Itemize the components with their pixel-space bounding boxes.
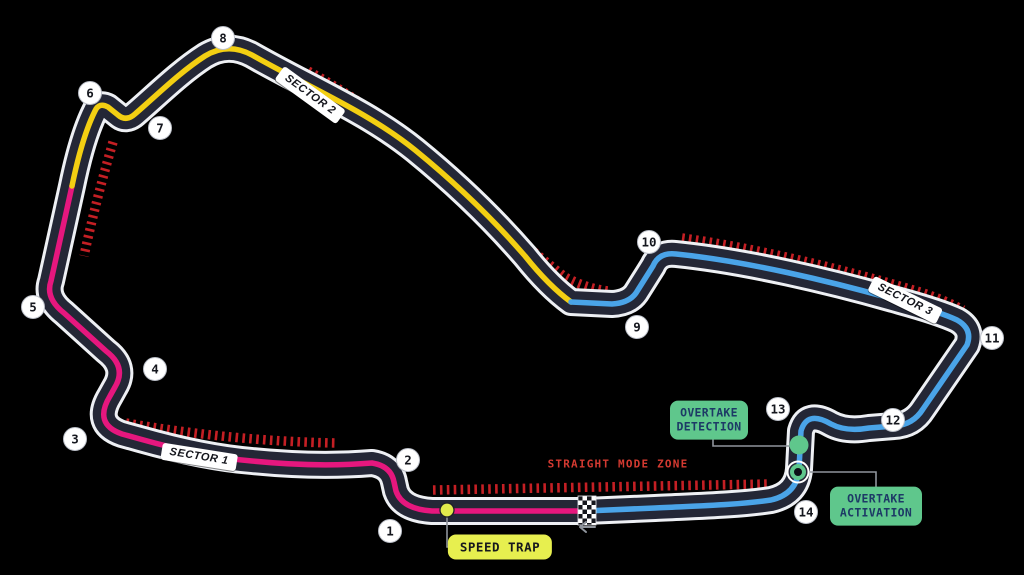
turn-marker-6 xyxy=(78,81,102,105)
turn-marker-4 xyxy=(143,357,167,381)
turn-marker-5 xyxy=(21,295,45,319)
turn-marker-2 xyxy=(396,448,420,472)
turn-number-14: 14 xyxy=(798,504,813,519)
straight-mode-zone-label: STRAIGHT MODE ZONE xyxy=(547,457,689,471)
turn-number-8: 8 xyxy=(219,30,227,45)
turn-number-3: 3 xyxy=(71,431,79,446)
turn-marker-10 xyxy=(637,230,661,254)
turn-number-5: 5 xyxy=(29,299,37,314)
turn-marker-11 xyxy=(980,326,1004,350)
turn-marker-9 xyxy=(625,315,649,339)
turn-number-13: 13 xyxy=(770,401,785,416)
turn-number-11: 11 xyxy=(984,330,999,345)
overtake-activation-connector xyxy=(808,471,877,489)
turn-number-7: 7 xyxy=(156,120,164,135)
turn-number-9: 9 xyxy=(633,319,641,334)
direction-arrow-icon xyxy=(579,521,596,533)
turn-marker-13 xyxy=(766,397,790,421)
overtake-activation-ring xyxy=(786,460,810,484)
start-finish-line xyxy=(577,495,597,526)
sector3-racing-line xyxy=(568,251,972,514)
turn-number-12: 12 xyxy=(885,412,900,427)
kerb-main-straight xyxy=(432,479,769,495)
turn-marker-12 xyxy=(881,408,905,432)
turn-marker-3 xyxy=(63,427,87,451)
overtake-detection-dot xyxy=(789,435,809,455)
speed-trap-label: SPEED TRAP xyxy=(447,534,553,560)
turn-number-1: 1 xyxy=(386,523,394,538)
kerb-left-esses xyxy=(79,140,118,257)
turn-number-6: 6 xyxy=(86,85,94,100)
turn-marker-1 xyxy=(378,519,402,543)
overtake-activation-label: OVERTAKE ACTIVATION xyxy=(830,486,922,526)
turn-number-4: 4 xyxy=(151,361,159,376)
speed-trap-dot xyxy=(439,502,455,518)
turn-marker-7 xyxy=(148,116,172,140)
overtake-detection-label: OVERTAKE DETECTION xyxy=(670,400,748,440)
turn-number-10: 10 xyxy=(641,234,656,249)
turn-marker-14 xyxy=(794,500,818,524)
turn-number-2: 2 xyxy=(404,452,412,467)
turn-marker-8 xyxy=(211,26,235,50)
sector1-racing-line xyxy=(46,183,588,514)
